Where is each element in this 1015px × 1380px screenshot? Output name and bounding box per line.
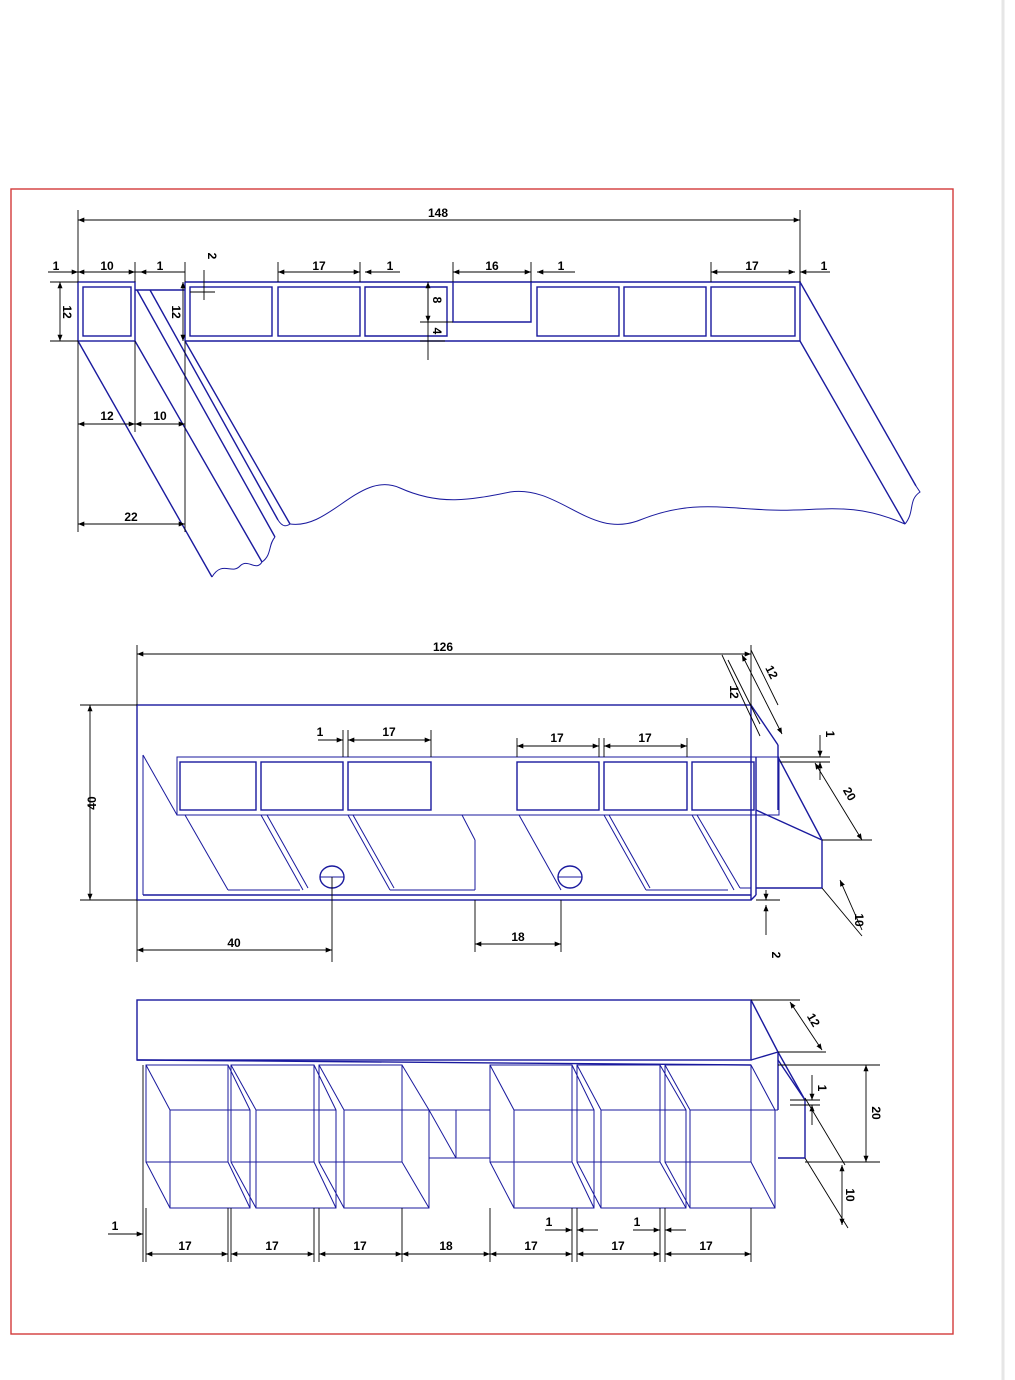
bottom-view-body <box>136 999 806 1159</box>
bottom-view-dimensions <box>108 999 880 1262</box>
dim-gap-left: 1 <box>157 259 164 273</box>
dim-cell-a: 17 <box>312 259 326 273</box>
dim-bottom-wall: 1 <box>815 1085 829 1092</box>
dim-offset-b: 10 <box>153 409 167 423</box>
dim-bottom-cell-5: 17 <box>524 1239 538 1253</box>
dim-bottom-side-depth: 10 <box>843 1188 857 1202</box>
dim-front-height: 40 <box>85 796 99 810</box>
dim-front-bottom-step: 2 <box>769 952 783 959</box>
front-view-dimensions <box>80 645 872 962</box>
dim-front-overall: 126 <box>433 640 453 654</box>
dim-cell-mid: 16 <box>485 259 499 273</box>
top-view-body <box>77 281 921 578</box>
top-view: 148 1 10 1 2 17 1 16 1 17 1 12 12 8 4 12… <box>48 206 921 578</box>
dim-front-cell-c: 17 <box>638 731 652 745</box>
bottom-view-labels: 12 1 20 10 1 1 1 17 17 17 18 17 17 17 <box>112 1011 883 1253</box>
dim-bottom-cell-1: 17 <box>178 1239 192 1253</box>
dim-height-left: 12 <box>60 305 74 319</box>
front-view-slants <box>142 754 751 895</box>
dim-front-side-depth: 10 <box>852 913 866 927</box>
dim-bottom-height: 20 <box>869 1106 883 1120</box>
dim-front-depth-a: 12 <box>762 663 781 682</box>
dim-wall-left: 1 <box>53 259 60 273</box>
dim-bottom-depth: 12 <box>804 1011 823 1030</box>
bottom-view-cells <box>145 1064 778 1209</box>
dim-notch-upper: 8 <box>430 297 444 304</box>
dim-bottom-gap-a: 1 <box>546 1215 553 1229</box>
dim-bottom-cell-4: 18 <box>439 1239 453 1253</box>
drawing-frame <box>10 188 954 1335</box>
dim-front-gap: 1 <box>317 725 324 739</box>
dim-front-cell-b: 17 <box>550 731 564 745</box>
bottom-view: 12 1 20 10 1 1 1 17 17 17 18 17 17 17 <box>108 999 883 1262</box>
dim-offset-total: 22 <box>124 510 138 524</box>
dim-wall-right: 1 <box>821 259 828 273</box>
dim-front-hole-offset: 40 <box>227 936 241 950</box>
dim-bottom-cell-7: 17 <box>699 1239 713 1253</box>
top-view-labels: 148 1 10 1 2 17 1 16 1 17 1 12 12 8 4 12… <box>53 206 828 524</box>
dim-height-slot: 12 <box>169 305 183 319</box>
front-view: 126 12 12 1 17 17 17 1 40 20 10 2 40 18 <box>80 640 872 962</box>
dim-bottom-gap-b: 1 <box>634 1215 641 1229</box>
dim-cell-right: 17 <box>745 259 759 273</box>
dim-front-hole-spacing: 18 <box>511 930 525 944</box>
dim-bottom-cell-2: 17 <box>265 1239 279 1253</box>
dim-bottom-left-wall: 1 <box>112 1219 119 1233</box>
front-view-body <box>136 704 823 901</box>
top-view-dimensions <box>48 210 830 532</box>
dim-offset-a: 12 <box>100 409 114 423</box>
dim-cell-left: 10 <box>100 259 114 273</box>
dim-front-cell-a: 17 <box>382 725 396 739</box>
dim-overall-length: 148 <box>428 206 448 220</box>
dim-notch-lower: 4 <box>430 328 444 335</box>
dim-gap-mid: 1 <box>558 259 565 273</box>
dim-step: 2 <box>205 253 219 260</box>
dim-bottom-cell-6: 17 <box>611 1239 625 1253</box>
front-view-labels: 126 12 12 1 17 17 17 1 40 20 10 2 40 18 <box>85 640 866 959</box>
dim-front-side-height: 20 <box>840 785 859 804</box>
dim-gap-a: 1 <box>387 259 394 273</box>
dim-front-depth-b: 12 <box>727 685 741 699</box>
front-view-holes <box>319 865 583 889</box>
dim-bottom-cell-3: 17 <box>353 1239 367 1253</box>
dim-front-wall: 1 <box>823 731 837 738</box>
